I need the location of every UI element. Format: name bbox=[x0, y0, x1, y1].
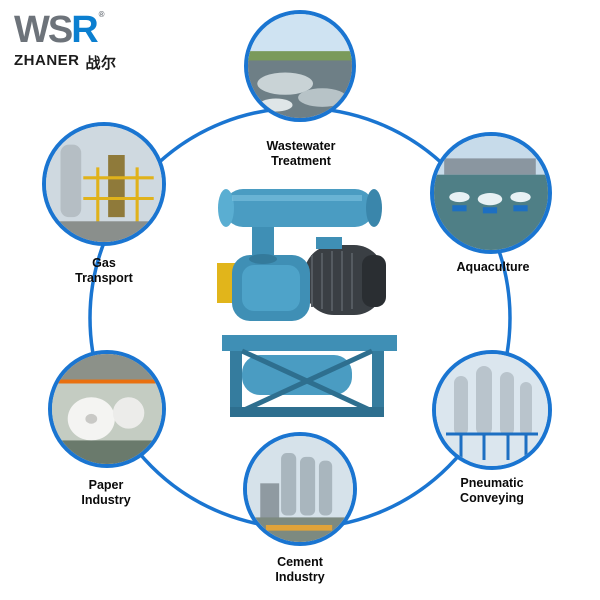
label-line-1: Paper bbox=[88, 478, 124, 492]
wastewater-treatment-image bbox=[244, 10, 356, 122]
logo-brand-text: ZHANER 战尔 bbox=[14, 52, 139, 73]
paper-industry-image bbox=[48, 350, 166, 468]
pneumatic-conveying-image bbox=[432, 350, 552, 470]
label-line-2: Industry bbox=[275, 570, 325, 584]
label-line-2: Treatment bbox=[271, 154, 331, 168]
label-line-2: Conveying bbox=[460, 491, 524, 505]
registered-mark: ® bbox=[98, 10, 105, 19]
label-line-1: Aquaculture bbox=[456, 260, 530, 274]
label-pneumatic-conveying: Pneumatic Conveying bbox=[432, 476, 552, 506]
logo-r: R bbox=[71, 9, 98, 51]
label-aquaculture: Aquaculture bbox=[433, 260, 553, 275]
label-line-1: Cement bbox=[277, 555, 323, 569]
brand-name: ZHANER bbox=[14, 52, 80, 69]
label-line-2: Transport bbox=[75, 271, 133, 285]
logo-ws: WS bbox=[14, 9, 73, 51]
cement-industry-image bbox=[243, 432, 357, 546]
label-wastewater-treatment: Wastewater Treatment bbox=[241, 139, 361, 169]
brand-logo: WS R ® ZHANER 战尔 bbox=[14, 10, 139, 76]
label-gas-transport: Gas Transport bbox=[44, 256, 164, 286]
gas-transport-image bbox=[42, 122, 166, 246]
aquaculture-image bbox=[430, 132, 552, 254]
label-line-1: Pneumatic bbox=[460, 476, 524, 490]
label-line-1: Gas bbox=[92, 256, 116, 270]
roots-blower-icon bbox=[212, 185, 402, 425]
logo-mark: WS R ® bbox=[14, 10, 139, 50]
label-cement-industry: Cement Industry bbox=[240, 555, 360, 585]
label-line-2: Industry bbox=[81, 493, 131, 507]
brand-name-cn: 战尔 bbox=[85, 55, 117, 72]
label-paper-industry: Paper Industry bbox=[46, 478, 166, 508]
label-line-1: Wastewater bbox=[266, 139, 336, 153]
